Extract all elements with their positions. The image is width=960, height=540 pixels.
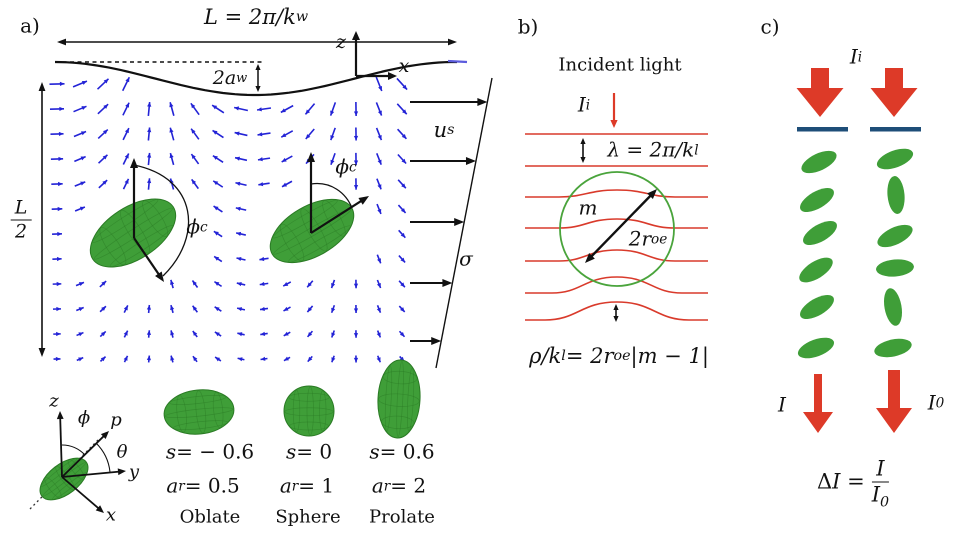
label-name-oblate: Oblate xyxy=(179,506,241,528)
label-refractive-index-m: m xyxy=(578,195,598,220)
shape-gallery xyxy=(163,359,421,439)
label-x-axis: x xyxy=(398,55,410,78)
label-incident-light: Incident light xyxy=(558,54,682,76)
label-delta-I-formula: ΔI = I I0 xyxy=(816,456,890,511)
frame-label-phi: ϕ xyxy=(77,407,91,429)
optics-panel xyxy=(525,93,708,322)
frame-label-p: p xyxy=(110,409,122,431)
label-s-sphere: s = 0 xyxy=(285,439,333,464)
transmission-panel xyxy=(796,68,921,433)
wave-surface xyxy=(54,59,468,97)
label-name-sphere: Sphere xyxy=(275,506,341,528)
label-transmitted-I: I xyxy=(778,392,786,417)
shear-profile xyxy=(410,77,493,369)
frame-label-y: y xyxy=(128,461,140,483)
frame-label-z: z xyxy=(49,390,59,412)
wave-particles xyxy=(89,152,369,282)
panel-c-tag: c) xyxy=(760,14,780,39)
panel-b-tag: b) xyxy=(517,14,539,39)
particle-frame xyxy=(29,411,126,513)
dimension-arrows xyxy=(38,38,457,357)
label-s-prolate: s = 0.6 xyxy=(369,439,435,464)
label-s-oblate: s = − 0.6 xyxy=(165,439,255,464)
surface-axes xyxy=(352,31,397,80)
label-z-axis: z xyxy=(335,31,347,54)
velocity-field xyxy=(49,76,408,363)
label-shear-sigma: σ xyxy=(459,246,473,271)
panel-a-tag: a) xyxy=(20,13,40,38)
frame-label-theta: θ xyxy=(116,441,128,463)
frame-label-x: x xyxy=(105,504,117,526)
label-name-prolate: Prolate xyxy=(369,506,435,528)
